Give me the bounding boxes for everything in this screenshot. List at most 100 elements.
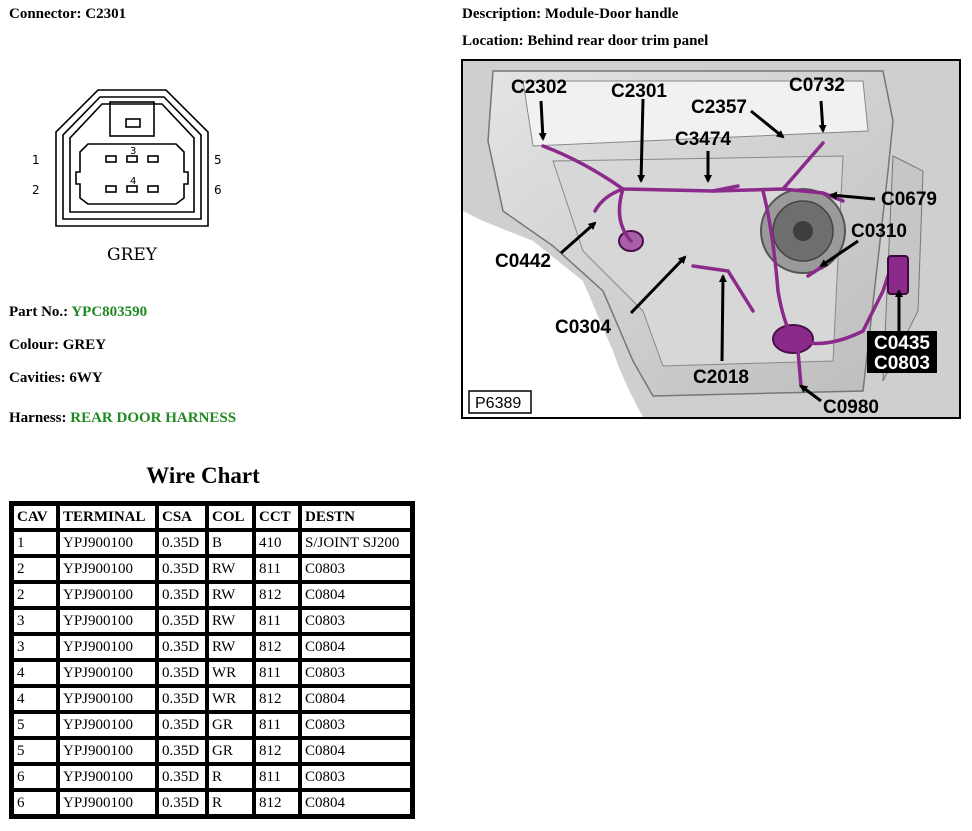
cavities-info: Cavities: 6WY <box>9 370 103 386</box>
callout-c0980: C0980 <box>823 397 879 417</box>
callout-c0304: C0304 <box>555 317 611 338</box>
callout-c2302: C2302 <box>511 77 567 98</box>
harness-value: REAR DOOR HARNESS <box>70 410 237 426</box>
table-cell: YPJ900100 <box>58 790 157 816</box>
table-cell: 0.35D <box>157 634 207 660</box>
callout-c0310: C0310 <box>851 221 907 242</box>
header-cav: CAV <box>12 504 58 530</box>
table-cell: YPJ900100 <box>58 582 157 608</box>
harness-info: Harness: REAR DOOR HARNESS <box>9 410 237 426</box>
pin-label-3: 3 <box>130 146 136 157</box>
table-cell: 0.35D <box>157 530 207 556</box>
callout-c2018: C2018 <box>693 367 749 388</box>
table-cell: RW <box>207 582 254 608</box>
wire-chart-title: Wire Chart <box>146 463 260 488</box>
table-cell: 0.35D <box>157 608 207 634</box>
callout-c3474: C3474 <box>675 129 731 150</box>
table-cell: 2 <box>12 556 58 582</box>
table-cell: YPJ900100 <box>58 556 157 582</box>
table-cell: 0.35D <box>157 712 207 738</box>
table-cell: 2 <box>12 582 58 608</box>
table-cell: 811 <box>254 608 300 634</box>
table-cell: RW <box>207 608 254 634</box>
table-cell: RW <box>207 634 254 660</box>
table-cell: 410 <box>254 530 300 556</box>
table-cell: C0804 <box>300 790 412 816</box>
header-csa: CSA <box>157 504 207 530</box>
table-cell: GR <box>207 712 254 738</box>
table-cell: 812 <box>254 582 300 608</box>
table-cell: C0804 <box>300 634 412 660</box>
table-cell: 5 <box>12 712 58 738</box>
photo-ref: P6389 <box>475 395 521 412</box>
callout-c0442: C0442 <box>495 251 551 272</box>
table-cell: C0803 <box>300 660 412 686</box>
table-cell: C0803 <box>300 608 412 634</box>
header-destn: DESTN <box>300 504 412 530</box>
table-cell: 811 <box>254 556 300 582</box>
pin-label-5: 5 <box>214 153 222 167</box>
callout-c0679: C0679 <box>881 189 937 210</box>
description: Description: Module-Door handle <box>462 6 679 22</box>
table-cell: 811 <box>254 660 300 686</box>
table-cell: WR <box>207 686 254 712</box>
table-cell: C0803 <box>300 556 412 582</box>
table-cell: YPJ900100 <box>58 738 157 764</box>
table-cell: 811 <box>254 712 300 738</box>
connector-face-diagram: 1 2 3 4 5 6 GREY <box>32 89 222 265</box>
table-cell: 0.35D <box>157 738 207 764</box>
callout-c0803: C0803 <box>874 353 930 374</box>
table-cell: 1 <box>12 530 58 556</box>
door-location-illustration: C2302 C2301 C2357 C0732 C3474 C0679 C031… <box>461 59 961 419</box>
table-cell: 6 <box>12 764 58 790</box>
callout-c0435: C0435 <box>874 333 930 354</box>
table-cell: 0.35D <box>157 660 207 686</box>
table-cell: 6 <box>12 790 58 816</box>
table-cell: 812 <box>254 686 300 712</box>
table-cell: 5 <box>12 738 58 764</box>
table-cell: C0804 <box>300 582 412 608</box>
table-cell: RW <box>207 556 254 582</box>
callout-c0732: C0732 <box>789 75 845 96</box>
table-cell: 4 <box>12 660 58 686</box>
part-number: Part No.: YPC803590 <box>9 304 148 320</box>
table-cell: S/JOINT SJ200 <box>300 530 412 556</box>
connector-colour-label: GREY <box>107 245 158 265</box>
header-terminal: TERMINAL <box>58 504 157 530</box>
table-cell: YPJ900100 <box>58 660 157 686</box>
table-cell: 0.35D <box>157 790 207 816</box>
table-cell: B <box>207 530 254 556</box>
table-cell: 4 <box>12 686 58 712</box>
pin-label-4: 4 <box>130 176 136 187</box>
table-cell: C0803 <box>300 764 412 790</box>
table-cell: 3 <box>12 634 58 660</box>
table-cell: YPJ900100 <box>58 764 157 790</box>
pin-label-2: 2 <box>32 183 40 197</box>
table-cell: YPJ900100 <box>58 712 157 738</box>
part-number-value: YPC803590 <box>71 304 148 320</box>
colour-info: Colour: GREY <box>9 337 107 353</box>
callout-c2301: C2301 <box>611 81 667 102</box>
callout-c2357: C2357 <box>691 97 747 118</box>
table-cell: C0804 <box>300 686 412 712</box>
table-header-row: CAV TERMINAL CSA COL CCT DESTN <box>12 504 412 530</box>
pin-label-6: 6 <box>214 183 222 197</box>
header-cct: CCT <box>254 504 300 530</box>
table-cell: YPJ900100 <box>58 530 157 556</box>
table-cell: 812 <box>254 634 300 660</box>
table-cell: 812 <box>254 790 300 816</box>
table-cell: 3 <box>12 608 58 634</box>
table-cell: 0.35D <box>157 764 207 790</box>
table-cell: 0.35D <box>157 556 207 582</box>
connector-label: Connector: C2301 <box>9 6 127 22</box>
table-cell: YPJ900100 <box>58 686 157 712</box>
table-cell: C0804 <box>300 738 412 764</box>
